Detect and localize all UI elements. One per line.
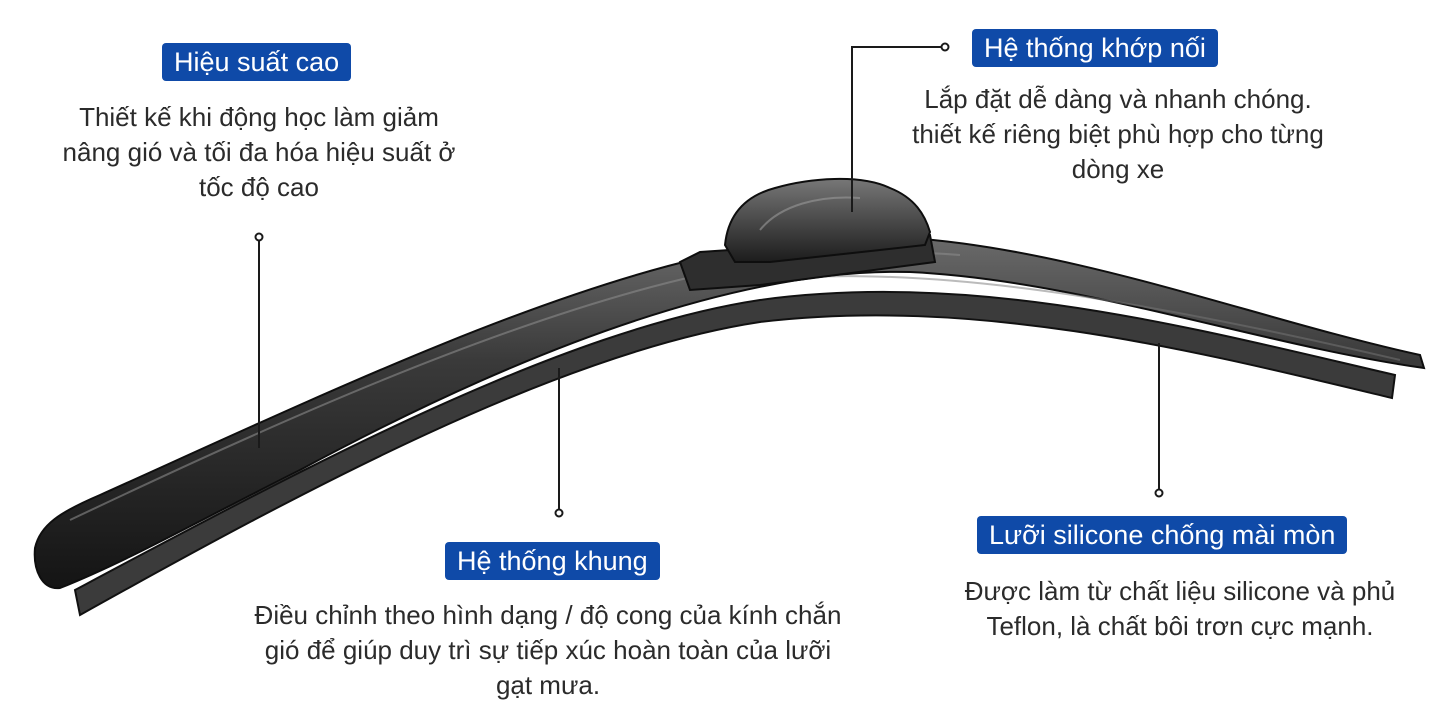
badge-connector: Hệ thống khớp nối <box>972 29 1218 67</box>
desc-frame-line: Điều chỉnh theo hình dạng / độ cong của … <box>254 600 842 630</box>
leader-dot-blade <box>1154 488 1164 498</box>
desc-connector: Lắp đặt dễ dàng và nhanh chóng. thiết kế… <box>870 82 1366 187</box>
desc-connector-line: Lắp đặt dễ dàng và nhanh chóng. <box>924 84 1312 114</box>
leader-dot-connector <box>940 42 950 52</box>
leader-connector <box>851 46 945 212</box>
desc-blade-line: Teflon, là chất bôi trơn cực mạnh. <box>986 611 1374 641</box>
badge-performance: Hiệu suất cao <box>162 43 352 81</box>
desc-performance-line: nâng gió và tối đa hóa hiệu suất ở <box>62 137 456 167</box>
desc-connector-line: thiết kế riêng biệt phù hợp cho từng <box>912 119 1324 149</box>
blade-body <box>33 236 1426 590</box>
desc-frame-line: gạt mưa. <box>495 670 601 700</box>
leader-dot-performance <box>254 232 264 242</box>
rubber-strip <box>73 290 1397 617</box>
badge-blade: Lưỡi silicone chống mài mòn <box>977 516 1348 554</box>
desc-blade: Được làm từ chất liệu silicone và phủ Te… <box>930 574 1430 644</box>
connector-cap <box>723 177 932 263</box>
desc-performance-line: Thiết kế khi động học làm giảm <box>79 102 439 132</box>
desc-frame: Điều chỉnh theo hình dạng / độ cong của … <box>196 598 900 703</box>
desc-blade-line: Được làm từ chất liệu silicone và phủ <box>964 576 1396 606</box>
desc-performance-line: tốc độ cao <box>199 172 319 202</box>
badge-frame: Hệ thống khung <box>445 542 660 580</box>
desc-frame-line: gió để giúp duy trì sự tiếp xúc hoàn toà… <box>264 635 832 665</box>
desc-performance: Thiết kế khi động học làm giảm nâng gió … <box>20 100 498 205</box>
leader-dot-frame <box>554 508 564 518</box>
desc-connector-line: dòng xe <box>1071 154 1165 184</box>
